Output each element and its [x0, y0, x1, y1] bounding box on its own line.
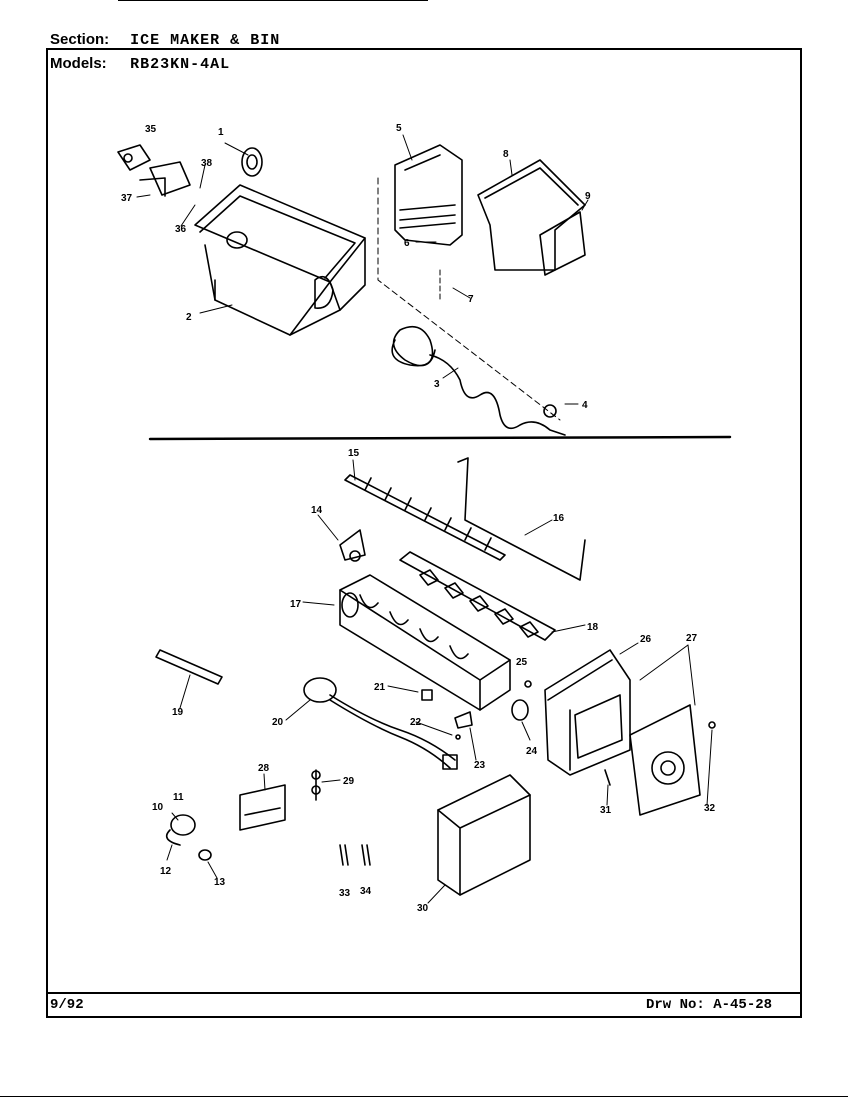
callout-35: 35 [145, 124, 157, 135]
callout-13: 13 [214, 877, 226, 888]
models-label: Models: [50, 55, 107, 72]
part-21-shape [421, 689, 433, 701]
callout-34: 34 [360, 886, 372, 897]
callout-30: 30 [417, 903, 429, 914]
switch-part [239, 784, 286, 831]
callout-1: 1 [218, 127, 224, 138]
callout-6: 6 [404, 238, 410, 249]
callout-37: 37 [121, 193, 133, 204]
drawing-label: Drw No: [646, 997, 705, 1013]
callout-10: 10 [152, 802, 164, 813]
wiring-harness-part [303, 677, 458, 770]
drawing-number: A-45-28 [713, 997, 773, 1013]
ice-mold-part [339, 574, 511, 711]
leader-lines [136, 134, 713, 904]
callout-24: 24 [526, 746, 538, 757]
callout-9: 9 [585, 191, 591, 202]
part-25-shape [524, 680, 532, 688]
shutoff-arm-part [457, 457, 586, 581]
callout-25: 25 [516, 657, 528, 668]
callout-33: 33 [339, 888, 351, 899]
small-bracket-part [339, 529, 366, 562]
fill-tube-part [391, 325, 566, 436]
screws-part [339, 844, 371, 866]
callout-38: 38 [201, 158, 213, 169]
water-valve-part [165, 814, 212, 861]
callout-4: 4 [582, 400, 588, 411]
section-header: Section: ICE MAKER & BIN [50, 31, 280, 49]
footer-date: 9/92 [50, 997, 84, 1013]
chute-part [377, 144, 561, 421]
part-32-shape [708, 721, 716, 729]
callout-20: 20 [272, 717, 284, 728]
mount-bracket-part [117, 144, 191, 197]
housing-part [544, 649, 631, 776]
callout-5: 5 [396, 123, 402, 134]
callout-8: 8 [503, 149, 509, 160]
top-rule [118, 0, 428, 1]
section-label: Section: [50, 31, 110, 48]
models-header: Models: RB23KN-4AL [50, 55, 230, 73]
part-31-shape [604, 769, 611, 786]
callout-14: 14 [311, 505, 323, 516]
callout-21: 21 [374, 682, 386, 693]
heater-rod-part [155, 649, 223, 685]
part-29-shape [311, 769, 321, 801]
callout-18: 18 [587, 622, 599, 633]
callout-31: 31 [600, 805, 612, 816]
knob-part [241, 147, 263, 177]
section-divider [148, 435, 732, 441]
callout-32: 32 [704, 803, 716, 814]
part-23-shape [454, 711, 473, 729]
callout-28: 28 [258, 763, 270, 774]
callout-labels: 1 2 3 4 5 6 7 8 9 10 11 12 13 14 15 16 1… [121, 123, 716, 914]
callout-3: 3 [434, 379, 440, 390]
callout-29: 29 [343, 776, 355, 787]
ejector-rake-part [344, 474, 506, 561]
models-value: RB23KN-4AL [130, 56, 231, 73]
section-value: ICE MAKER & BIN [130, 32, 281, 49]
callout-19: 19 [172, 707, 184, 718]
callout-36: 36 [175, 224, 187, 235]
callout-22: 22 [410, 717, 422, 728]
motor-plate-part [629, 704, 701, 816]
callout-17: 17 [290, 599, 302, 610]
diagram-frame [46, 48, 802, 1018]
stripper-part [399, 551, 556, 641]
callout-23: 23 [474, 760, 486, 771]
callout-27: 27 [686, 633, 698, 644]
callout-12: 12 [160, 866, 172, 877]
callout-16: 16 [553, 513, 565, 524]
footer-divider [46, 992, 802, 994]
callout-7: 7 [468, 294, 474, 305]
front-cover-part [437, 774, 531, 896]
footer-drawing-number: Drw No: A-45-28 [646, 997, 772, 1013]
callout-11: 11 [173, 792, 184, 803]
duct-part [477, 159, 586, 276]
callout-2: 2 [186, 312, 192, 323]
callout-26: 26 [640, 634, 652, 645]
part-24-shape [511, 699, 529, 721]
callout-15: 15 [348, 448, 360, 459]
bottom-rule [0, 1096, 848, 1097]
ice-bin-part [194, 184, 366, 336]
part-22-shape [455, 734, 461, 740]
